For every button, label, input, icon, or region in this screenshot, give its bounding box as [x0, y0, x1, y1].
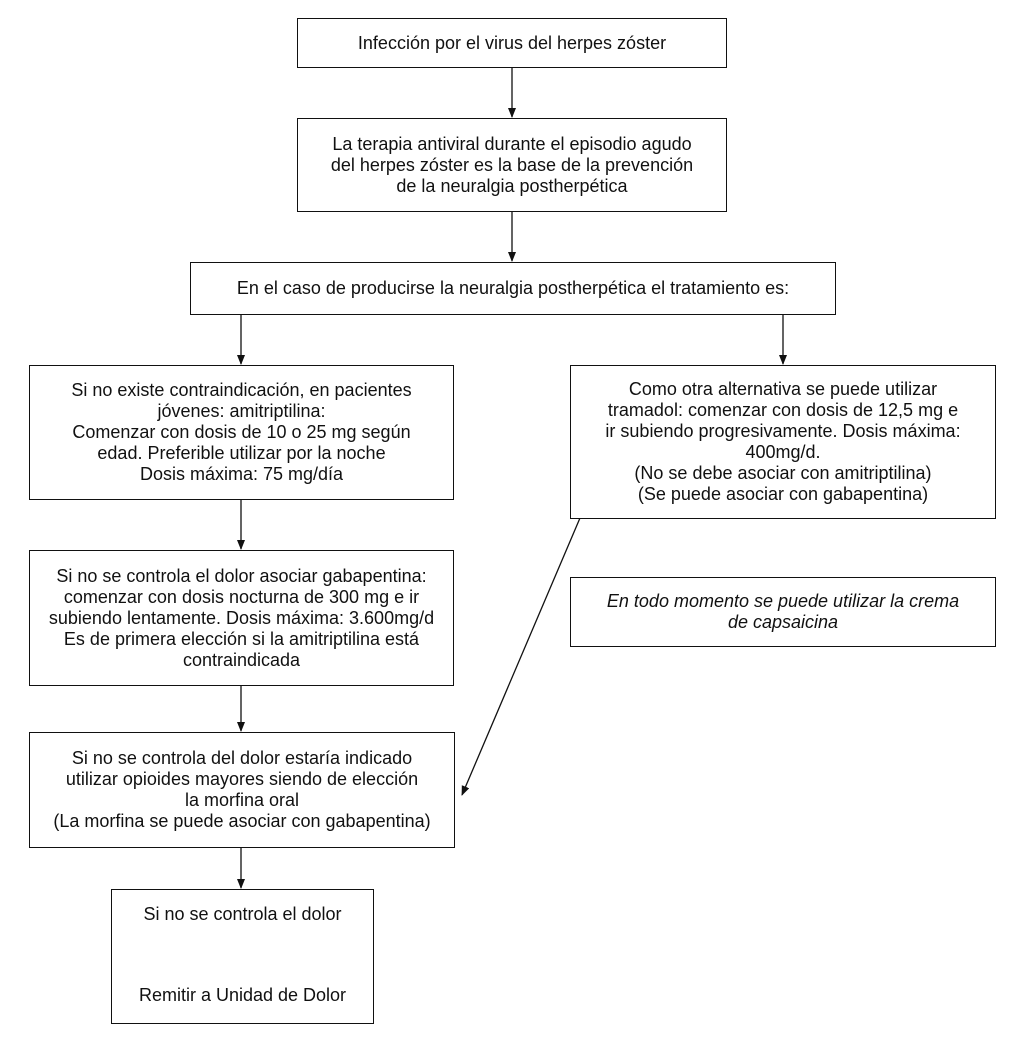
amitriptilina-line: jóvenes: amitriptilina:	[157, 401, 326, 421]
gabapentina-line: subiendo lentamente. Dosis máxima: 3.600…	[48, 607, 435, 628]
opioides-box: Si no se controla del dolor estaría indi…	[29, 732, 455, 848]
gabapentina-box: Si no se controla el dolor asociar gabap…	[29, 550, 454, 686]
arrow-tramadol-to-opioides	[461, 517, 581, 796]
amitriptilina-line: edad. Preferible utilizar por la noche	[97, 443, 386, 463]
tramadol-line: tramadol: comenzar con dosis de 12,5 mg …	[607, 400, 959, 420]
tramadol-line: ir subiendo progresivamente. Dosis máxim…	[605, 421, 961, 441]
tramadol-line: Como otra alternativa se puede utilizar	[628, 379, 938, 399]
start-box: Infección por el virus del herpes zóster	[297, 18, 727, 68]
gabapentina-line: Si no se controla el dolor asociar gabap…	[56, 565, 427, 586]
opioides-line: Si no se controla del dolor estaría indi…	[71, 748, 413, 768]
tramadol-box: Como otra alternativa se puede utilizar …	[570, 365, 996, 519]
start-box-text: Infección por el virus del herpes zóster	[357, 32, 667, 53]
final-action-text: Remitir a Unidad de Dolor	[138, 985, 347, 1005]
capsaicina-box: En todo momento se puede utilizar la cre…	[570, 577, 996, 647]
amitriptilina-line: Dosis máxima: 75 mg/día	[139, 464, 344, 484]
amitriptilina-box: Si no existe contraindicación, en pacien…	[29, 365, 454, 500]
opioides-line: utilizar opioides mayores siendo de elec…	[65, 769, 419, 789]
gabapentina-line: contraindicada	[182, 649, 301, 670]
antiviral-line: de la neuralgia postherpética	[396, 175, 628, 196]
treatment-header-box: En el caso de producirse la neuralgia po…	[190, 262, 836, 315]
amitriptilina-line: Comenzar con dosis de 10 o 25 mg según	[72, 422, 411, 442]
treatment-header-text: En el caso de producirse la neuralgia po…	[236, 278, 790, 298]
tramadol-line: (No se debe asociar con amitriptilina)	[634, 463, 932, 483]
final-condition-text: Si no se controla el dolor	[143, 904, 342, 924]
capsaicina-line: En todo momento se puede utilizar la cre…	[606, 591, 960, 611]
opioides-line: la morfina oral	[184, 790, 300, 810]
capsaicina-line: de capsaicina	[727, 612, 839, 632]
tramadol-line: (Se puede asociar con gabapentina)	[637, 484, 929, 504]
final-box: Si no se controla el dolor Remitir a Uni…	[111, 889, 374, 1024]
antiviral-line: La terapia antiviral durante el episodio…	[332, 133, 692, 154]
antiviral-box: La terapia antiviral durante el episodio…	[297, 118, 727, 212]
opioides-line: (La morfina se puede asociar con gabapen…	[53, 811, 431, 831]
gabapentina-line: comenzar con dosis nocturna de 300 mg e …	[63, 586, 420, 607]
amitriptilina-line: Si no existe contraindicación, en pacien…	[71, 380, 412, 400]
tramadol-line: 400mg/d.	[745, 442, 821, 462]
antiviral-line: del herpes zóster es la base de la preve…	[330, 154, 694, 175]
gabapentina-line: Es de primera elección si la amitriptili…	[63, 628, 420, 649]
